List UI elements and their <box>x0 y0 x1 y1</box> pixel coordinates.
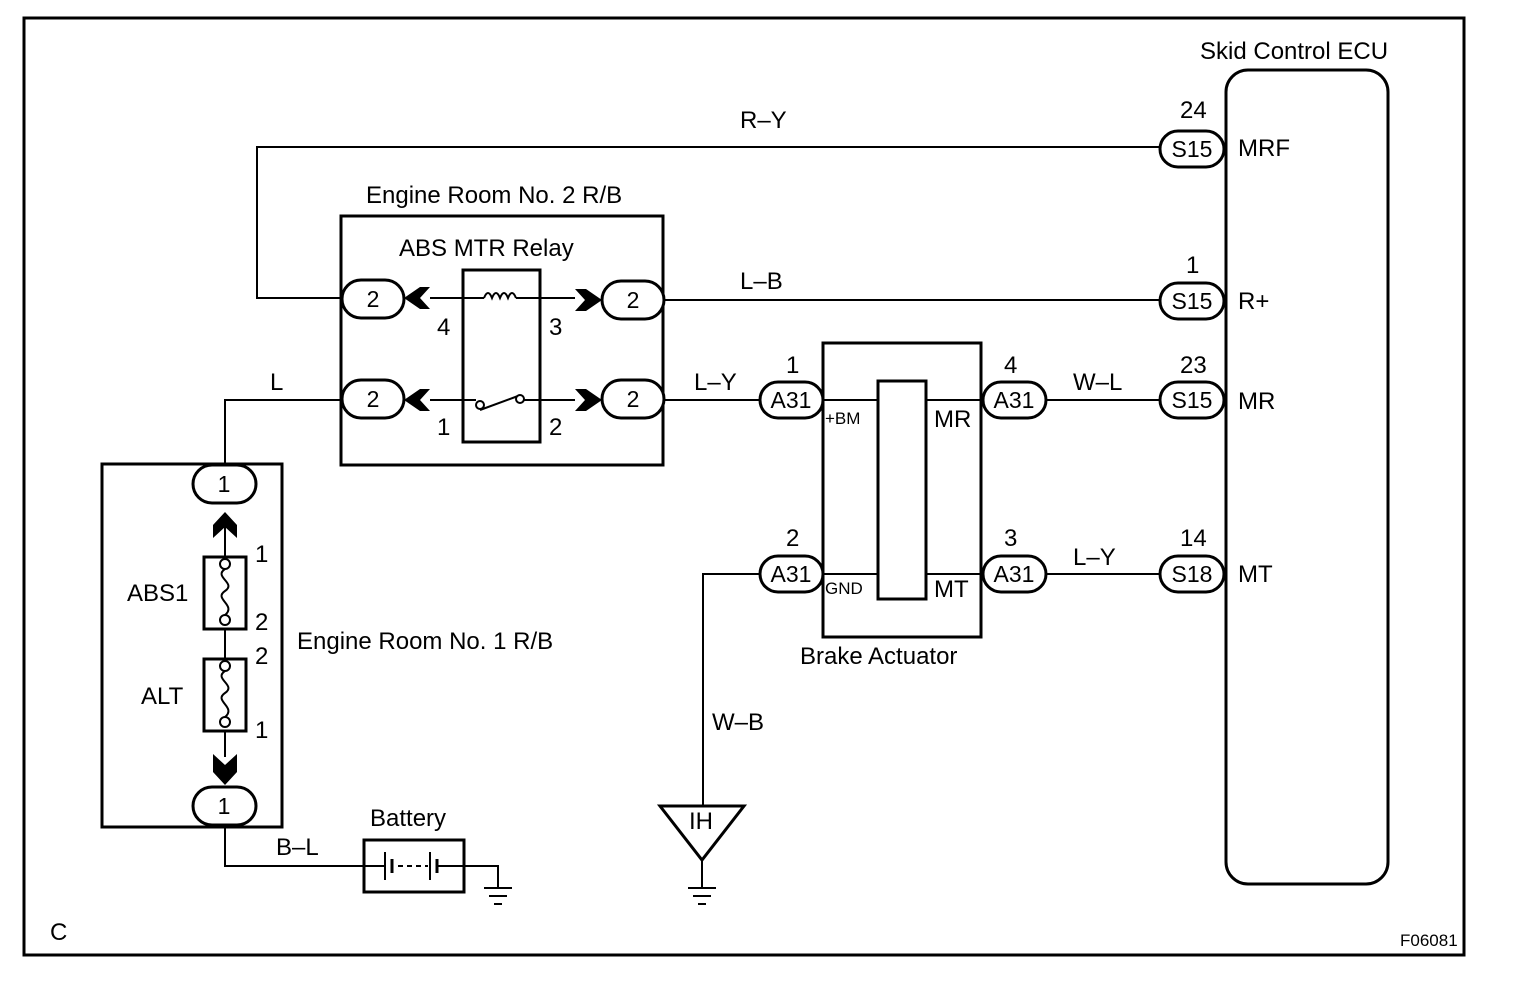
fuse-box-label: Engine Room No. 1 R/B <box>297 628 553 655</box>
ecu-terminal-mr: MR <box>1238 388 1275 415</box>
brake-actuator <box>821 341 983 639</box>
pin-number: 2 <box>786 525 799 552</box>
connector-code: A31 <box>771 387 812 413</box>
connector-rb2-top-left: 2 <box>340 278 406 320</box>
connector-arrow-icon <box>213 512 237 538</box>
connector-s15-mr: S15 23 <box>1158 352 1226 420</box>
wire-label-b-l: B–L <box>276 834 319 861</box>
connector-rb2-bottom-left: 2 <box>340 378 406 420</box>
ecu-terminal-mrf: MRF <box>1238 135 1290 162</box>
corner-letter: C <box>50 919 67 946</box>
wire-battery-ground <box>464 865 499 888</box>
connector-code: 2 <box>627 287 640 313</box>
wire-label-l-y-mt: L–Y <box>1073 544 1116 571</box>
connector-s15-rplus: S15 1 <box>1158 252 1226 321</box>
figure-id: F06081 <box>1400 931 1458 950</box>
ground-point-ih <box>656 804 748 863</box>
fuse-label-alt: ALT <box>141 683 184 710</box>
wire-label-w-b: W–B <box>712 709 764 736</box>
connector-arrow-icon <box>213 754 237 785</box>
fuse-element-icon <box>220 568 230 616</box>
relay-box-label: Engine Room No. 2 R/B <box>366 182 622 209</box>
diagram-frame <box>22 16 1466 957</box>
pin-number: 14 <box>1180 525 1207 552</box>
actuator-terminal-mr: MR <box>934 406 971 433</box>
wire-label-w-l: W–L <box>1073 369 1122 396</box>
connector-code: 2 <box>367 386 380 412</box>
wire-w-b <box>702 573 760 806</box>
relay-switch-icon <box>479 395 519 411</box>
connector-a31-3: A31 3 <box>981 525 1048 594</box>
connector-rb2-bottom-right: 2 <box>600 378 666 420</box>
connector-code: A31 <box>771 561 812 587</box>
battery-label: Battery <box>370 805 446 832</box>
relay-pin-3: 3 <box>549 314 562 341</box>
connector-code: S15 <box>1172 387 1213 413</box>
actuator-terminal-bm: +BM <box>825 409 860 428</box>
wire-label-l: L <box>270 369 283 396</box>
connector-code: 1 <box>218 793 231 819</box>
fuse-pin: 1 <box>255 717 268 744</box>
connector-rb2-top-right: 2 <box>600 279 666 321</box>
relay-pin-2: 2 <box>549 414 562 441</box>
connector-a31-2: A31 2 <box>758 525 825 594</box>
wire-b-l <box>224 827 364 867</box>
wire-label-l-y-relay: L–Y <box>694 369 737 396</box>
ecu-terminal-mt: MT <box>1238 561 1273 588</box>
actuator-terminal-mt: MT <box>934 576 969 603</box>
switch-contact-icon <box>475 400 485 410</box>
relay-coil-icon <box>483 292 517 301</box>
connector-a31-4: A31 4 <box>981 352 1048 420</box>
ecu-label: Skid Control ECU <box>1200 38 1388 65</box>
wire-r-y <box>256 146 1160 299</box>
connector-arrow-icon <box>404 389 430 411</box>
fuse-label-abs1: ABS1 <box>127 580 188 607</box>
actuator-terminal-gnd: GND <box>825 579 863 598</box>
skid-control-ecu <box>1224 68 1390 886</box>
connector-code: 2 <box>367 286 380 312</box>
connector-a31-1: A31 1 <box>758 352 825 420</box>
connector-code: S15 <box>1172 288 1213 314</box>
pin-number: 24 <box>1180 97 1207 124</box>
fuse-element-icon <box>220 670 230 718</box>
pin-number: 1 <box>786 352 799 379</box>
connector-code: A31 <box>994 561 1035 587</box>
connector-rb1-top: 1 <box>191 463 258 505</box>
pin-number: 1 <box>1186 252 1199 279</box>
battery-cell-icon <box>364 852 464 880</box>
ground-point-label: IH <box>689 808 713 835</box>
connector-arrow-icon <box>575 389 602 411</box>
wire-label-r-y: R–Y <box>740 107 787 134</box>
relay-pin-4: 4 <box>437 314 450 341</box>
actuator-label: Brake Actuator <box>800 643 957 670</box>
fuse-pin: 2 <box>255 643 268 670</box>
relay-label: ABS MTR Relay <box>399 235 574 262</box>
connector-arrow-icon <box>404 287 430 309</box>
connector-s18-mt: S18 14 <box>1158 525 1226 594</box>
ground-icon <box>688 887 716 905</box>
connector-code: 1 <box>218 471 231 497</box>
ecu-terminal-rplus: R+ <box>1238 288 1269 315</box>
connector-arrow-icon <box>575 289 602 311</box>
connector-s15-mrf: S15 24 <box>1158 97 1226 169</box>
ground-icon <box>484 887 512 905</box>
pin-number: 3 <box>1004 525 1017 552</box>
connector-code: 2 <box>627 386 640 412</box>
connector-code: S18 <box>1172 561 1213 587</box>
fuse-pin: 1 <box>255 541 268 568</box>
abs-mtr-relay <box>461 268 542 444</box>
pin-number: 4 <box>1004 352 1017 379</box>
wire-label-l-b: L–B <box>740 268 783 295</box>
connector-code: S15 <box>1172 136 1213 162</box>
connector-rb1-bottom: 1 <box>191 785 258 827</box>
connector-code: A31 <box>994 387 1035 413</box>
fuse-pin: 2 <box>255 609 268 636</box>
wire-l <box>224 399 342 465</box>
relay-pin-1: 1 <box>437 414 450 441</box>
pin-number: 23 <box>1180 352 1207 379</box>
engine-room-no2-rb <box>339 214 665 467</box>
engine-room-no1-rb <box>100 462 284 829</box>
actuator-motor <box>876 379 928 601</box>
